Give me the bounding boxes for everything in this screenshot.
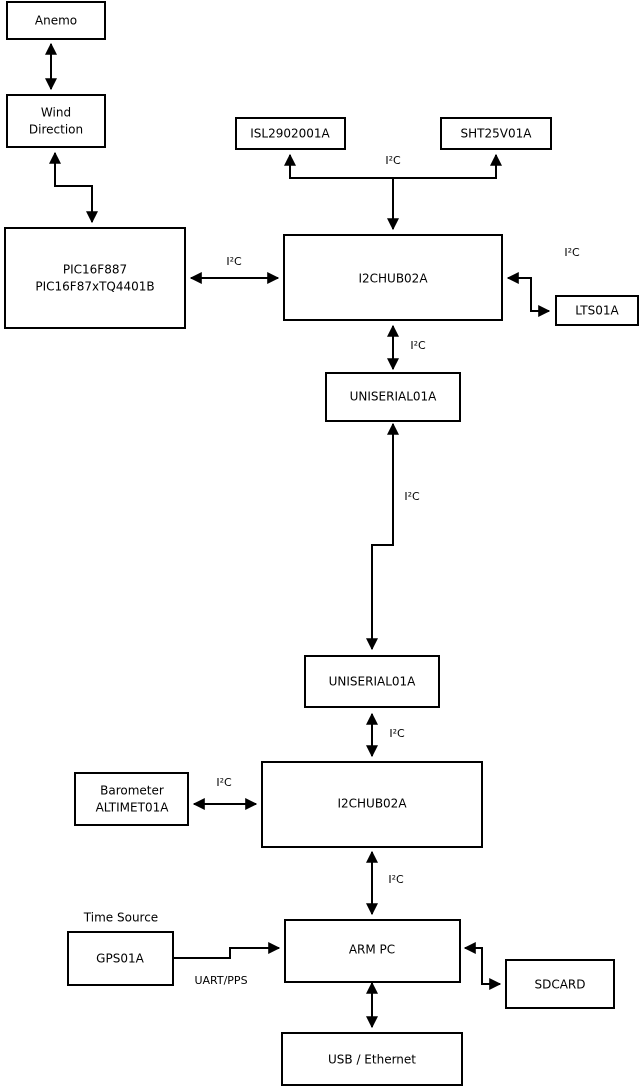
- edge-label-i2c-barometer: I²C: [216, 776, 232, 789]
- node-barometer[interactable]: Barometer ALTIMET01A: [74, 772, 189, 826]
- node-arm-pc-box[interactable]: [284, 919, 461, 983]
- node-sdcard-label: SDCARD: [534, 978, 585, 992]
- node-isl2902001a-label: ISL2902001A: [250, 127, 330, 141]
- node-gps01a-box[interactable]: [67, 931, 174, 986]
- node-pic-box[interactable]: [4, 227, 186, 329]
- node-pic-label-line2: PIC16F87xTQ4401B: [35, 280, 154, 294]
- node-i2chub02a-bottom-box[interactable]: [261, 761, 483, 848]
- edge-hub-top-lts: [506, 272, 551, 317]
- edge-label-i2c-hub-uniserial: I²C: [410, 339, 426, 352]
- node-wind-direction-label-line1: Wind: [41, 106, 71, 120]
- edge-label-uart-pps: UART/PPS: [194, 974, 247, 987]
- node-anemo-box[interactable]: [6, 1, 106, 40]
- node-lts01a-box[interactable]: [555, 295, 639, 326]
- edge-label-i2c-pic-hub: I²C: [226, 255, 242, 268]
- node-arm-pc[interactable]: ARM PC: [284, 919, 461, 983]
- edge-label-i2c-uniserial-link: I²C: [404, 490, 420, 503]
- node-pic-label-line1: PIC16F887: [63, 263, 127, 277]
- node-sht25v01a[interactable]: SHT25V01A: [440, 117, 552, 150]
- node-i2chub02a-top-box[interactable]: [283, 234, 503, 321]
- node-usb-ethernet[interactable]: USB / Ethernet: [281, 1032, 463, 1086]
- edge-wind-direction-pic: [49, 151, 98, 224]
- node-anemo-label: Anemo: [35, 14, 77, 28]
- node-uniserial01a-bottom-box[interactable]: [304, 655, 440, 708]
- node-lts01a[interactable]: LTS01A: [555, 295, 639, 326]
- node-barometer-label-line2: ALTIMET01A: [96, 801, 170, 815]
- node-uniserial01a-top[interactable]: UNISERIAL01A: [325, 372, 461, 422]
- node-gps01a[interactable]: GPS01A: [67, 931, 174, 986]
- edge-uniserial-link: [366, 422, 399, 651]
- node-sdcard[interactable]: SDCARD: [505, 959, 615, 1009]
- edge-label-i2c-top-bus: I²C: [385, 154, 401, 167]
- node-uniserial01a-top-box[interactable]: [325, 372, 461, 422]
- node-wind-direction[interactable]: Wind Direction: [6, 94, 106, 148]
- node-i2chub02a-top-label: I2CHUB02A: [358, 272, 428, 286]
- node-isl2902001a[interactable]: ISL2902001A: [235, 117, 346, 150]
- node-uniserial01a-top-label: UNISERIAL01A: [350, 390, 438, 404]
- node-i2chub02a-bottom-label: I2CHUB02A: [337, 797, 407, 811]
- edge-hub-top-isl: [284, 153, 399, 231]
- node-sht25v01a-label: SHT25V01A: [461, 127, 533, 141]
- node-lts01a-label: LTS01A: [575, 304, 619, 318]
- node-usb-ethernet-label: USB / Ethernet: [328, 1053, 416, 1067]
- edge-label-i2c-uniserial-hub-bottom: I²C: [389, 727, 405, 740]
- edge-label-i2c-hub-armpc: I²C: [388, 873, 404, 886]
- node-sht25v01a-box[interactable]: [440, 117, 552, 150]
- edge-label-i2c-hub-lts: I²C: [564, 246, 580, 259]
- label-time-source: Time Source: [83, 911, 158, 925]
- node-barometer-label-line1: Barometer: [100, 784, 164, 798]
- node-wind-direction-box[interactable]: [6, 94, 106, 148]
- edge-armpc-sdcard: [463, 942, 502, 990]
- edge-hub-top-sht: [393, 153, 502, 179]
- node-isl2902001a-box[interactable]: [235, 117, 346, 150]
- node-pic[interactable]: PIC16F887 PIC16F87xTQ4401B: [4, 227, 186, 329]
- node-i2chub02a-top[interactable]: I2CHUB02A: [283, 234, 503, 321]
- node-i2chub02a-bottom[interactable]: I2CHUB02A: [261, 761, 483, 848]
- node-barometer-box[interactable]: [74, 772, 189, 826]
- node-gps01a-label: GPS01A: [96, 952, 144, 966]
- node-anemo[interactable]: Anemo: [6, 1, 106, 40]
- edge-gps-armpc: [173, 942, 281, 959]
- node-uniserial01a-bottom[interactable]: UNISERIAL01A: [304, 655, 440, 708]
- node-uniserial01a-bottom-label: UNISERIAL01A: [329, 675, 417, 689]
- node-sdcard-box[interactable]: [505, 959, 615, 1009]
- node-wind-direction-label-line2: Direction: [29, 123, 83, 137]
- node-arm-pc-label: ARM PC: [349, 943, 395, 957]
- node-usb-ethernet-box[interactable]: [281, 1032, 463, 1086]
